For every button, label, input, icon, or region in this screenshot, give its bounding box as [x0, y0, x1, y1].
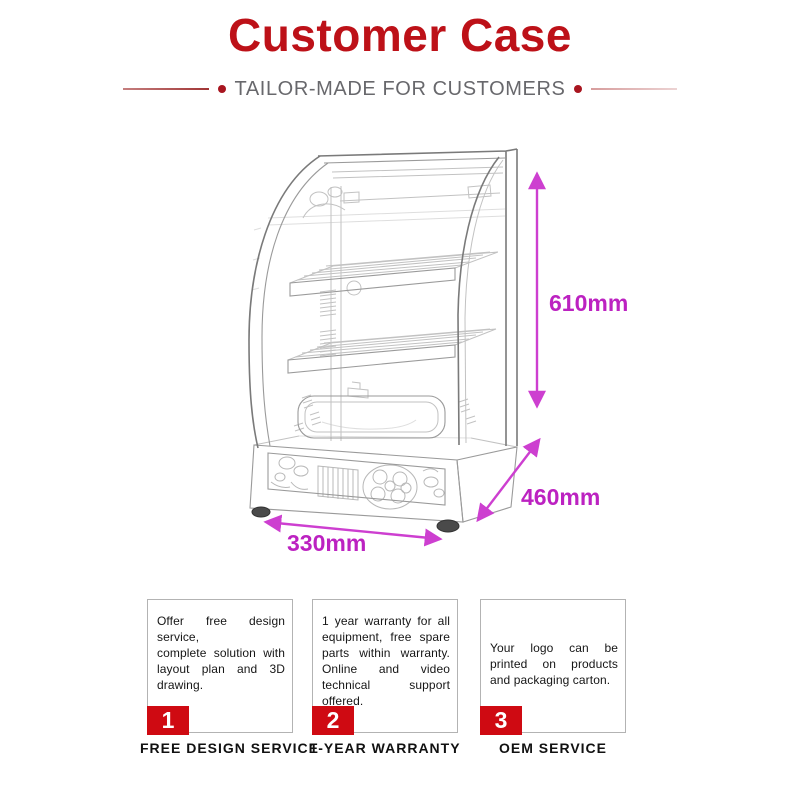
depth-dimension-arrow	[476, 437, 541, 523]
subtitle-right-dot-icon	[574, 85, 583, 93]
feature-caption: OEM SERVICE	[499, 740, 607, 756]
base-artwork	[270, 456, 445, 510]
subtitle: TAILOR-MADE FOR CUSTOMERS	[0, 78, 800, 100]
dimension-arrows	[263, 171, 546, 547]
subtitle-left-dot-icon	[217, 85, 226, 93]
sketch-dark-lines	[248, 148, 518, 449]
sketch-mid-lines	[249, 157, 518, 523]
feature-description: 1 year warranty for all equipment, free …	[322, 614, 450, 708]
feature-description: Offer free design service, complete solu…	[157, 614, 285, 692]
feature-card-warranty: 1 year warranty for all equipment, free …	[312, 599, 458, 735]
page-title: Customer Case	[228, 9, 572, 61]
feature-number-badge: 1	[147, 706, 189, 735]
sketch-light-lines	[253, 159, 518, 448]
subtitle-right-line	[591, 88, 678, 90]
feature-number-badge: 3	[480, 706, 522, 735]
feature-card-free-design: Offer free design service, complete solu…	[147, 599, 293, 735]
feature-caption: 1-YEAR WARRANTY	[309, 740, 461, 756]
feature-caption: FREE DESIGN SERVICE	[140, 740, 320, 756]
feature-number-badge: 2	[312, 706, 354, 735]
dimension-label-width: 330mm	[287, 530, 366, 556]
dimension-label-height: 610mm	[549, 290, 628, 316]
subtitle-left-line	[122, 88, 209, 90]
dimension-label-depth: 460mm	[521, 484, 600, 510]
product-sketch: 610mm 460mm 330mm	[248, 148, 628, 556]
subtitle-text: TAILOR-MADE FOR CUSTOMERS	[234, 77, 566, 100]
feature-card-oem: Your logo can be printed on products and…	[480, 599, 626, 735]
sketch-faint-lines	[251, 208, 506, 439]
width-dimension-arrow	[263, 514, 443, 547]
feature-description: Your logo can be printed on products and…	[490, 641, 618, 687]
